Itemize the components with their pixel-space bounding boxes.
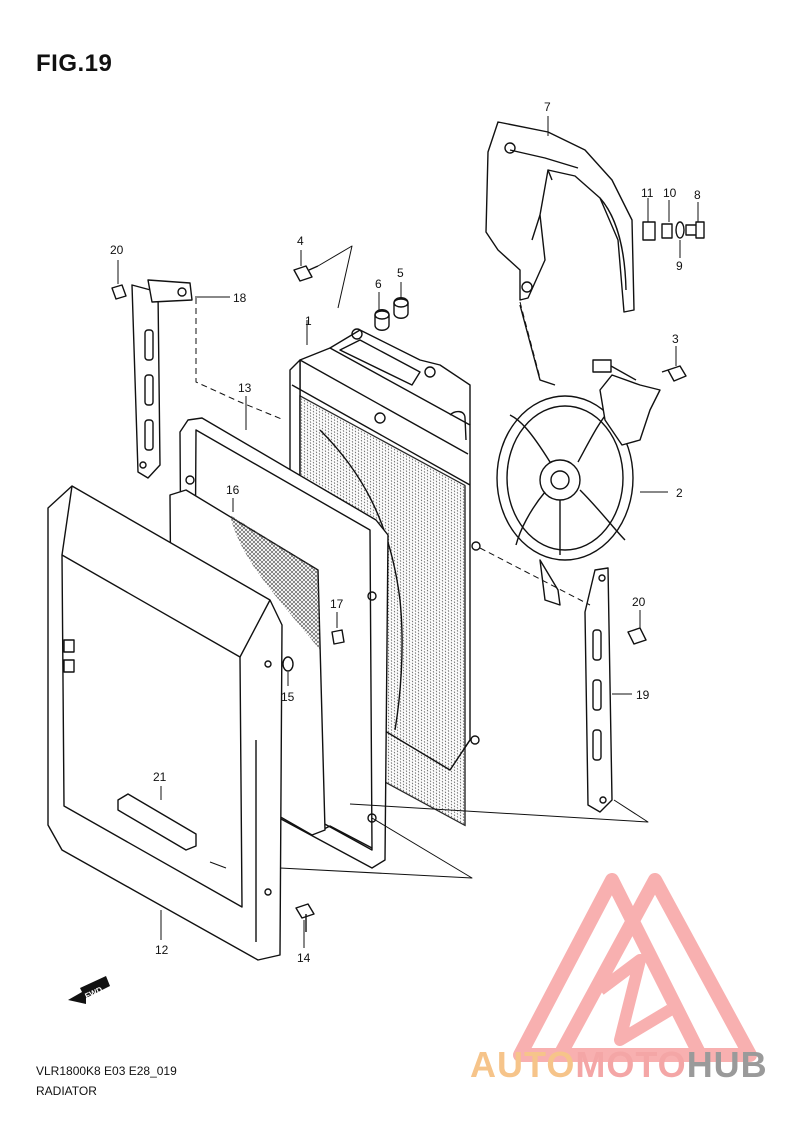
callout-3: 3 — [672, 332, 679, 346]
callout-17: 17 — [330, 597, 344, 611]
callout-10: 10 — [663, 186, 677, 200]
callout-5: 5 — [397, 266, 404, 280]
bolt-part-3 — [661, 365, 687, 382]
callout-11: 11 — [641, 186, 654, 200]
cover-part-12 — [47, 485, 283, 961]
bolt-part-20-right — [627, 627, 647, 645]
callout-labels: 1 2 3 4 5 6 7 8 9 10 11 12 13 14 15 16 1… — [110, 100, 701, 965]
watermark-moto: MOTO — [575, 1044, 687, 1085]
callout-19: 19 — [636, 688, 650, 702]
figure-code: VLR1800K8 E03 E28_019 — [36, 1064, 177, 1078]
watermark-auto: AUTO — [470, 1044, 576, 1085]
callout-7: 7 — [544, 100, 551, 114]
callout-15: 15 — [281, 690, 295, 704]
clip-part-17 — [331, 629, 345, 645]
figure-title: FIG.19 — [36, 50, 113, 77]
bolt-part-20-left — [111, 284, 127, 300]
callout-9: 9 — [676, 259, 683, 273]
bracket-part-19 — [584, 567, 613, 813]
callout-14: 14 — [297, 951, 311, 965]
callout-13: 13 — [238, 381, 252, 395]
callout-21: 21 — [153, 770, 167, 784]
callout-6: 6 — [375, 277, 382, 291]
watermark-logo-icon — [513, 873, 757, 1062]
callout-1: 1 — [305, 314, 312, 328]
grommet-part-5 — [393, 297, 409, 319]
callout-16: 16 — [226, 483, 240, 497]
callout-8: 8 — [694, 188, 701, 202]
callout-20-left: 20 — [110, 243, 124, 257]
screw-part-14 — [295, 903, 315, 932]
cooling-fan-part-2 — [496, 304, 661, 606]
callout-4: 4 — [297, 234, 304, 248]
watermark-text: AUTOMOTOHUB — [470, 1044, 768, 1086]
grommet-part-15 — [282, 656, 294, 672]
leader-lines — [117, 116, 699, 948]
bracket-part-18 — [131, 279, 193, 479]
section-name: RADIATOR — [36, 1084, 97, 1098]
fan-shroud-part-7 — [485, 121, 635, 313]
fwd-arrow-icon: FWD — [68, 976, 110, 1004]
collar-part-6 — [374, 309, 390, 331]
callout-20-right: 20 — [632, 595, 646, 609]
bolt-part-4 — [293, 265, 319, 282]
pad-part-21 — [117, 793, 197, 851]
callout-18: 18 — [233, 291, 247, 305]
hardware-parts-8-11 — [642, 221, 705, 241]
callout-12: 12 — [155, 943, 169, 957]
callout-2: 2 — [676, 486, 683, 500]
watermark-hub: HUB — [686, 1044, 768, 1085]
